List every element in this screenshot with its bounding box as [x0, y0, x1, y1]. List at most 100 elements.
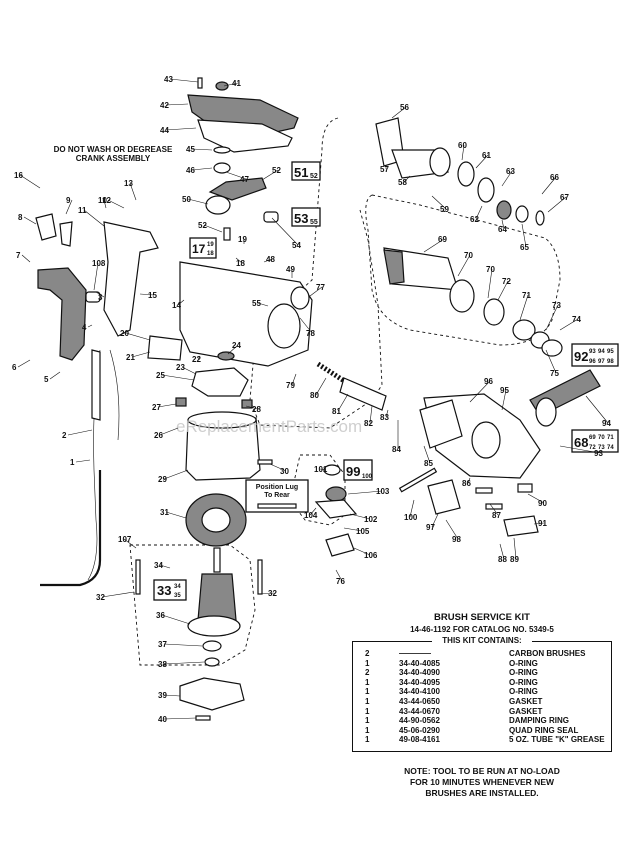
part-number-label: 93 — [594, 449, 603, 458]
leader-line — [67, 429, 93, 436]
kit-part-number: 34-40-4085 — [399, 658, 440, 668]
part-number-label: 72 — [502, 277, 511, 286]
part-number-label: 11 — [78, 206, 87, 215]
switch-lever-9 — [59, 221, 73, 247]
armature-shaft — [213, 547, 221, 573]
part-number-label: 20 — [120, 329, 129, 338]
ring-74 — [541, 339, 563, 357]
part-number-label: 8 — [18, 213, 23, 222]
kit-part-number: ———— — [399, 649, 431, 658]
leader-line — [191, 148, 213, 151]
part-number-label: 74 — [572, 315, 581, 324]
leader-line — [257, 302, 269, 307]
flange-84 — [419, 399, 463, 449]
kit-part-number: 34-40-4100 — [399, 687, 440, 697]
leader-line — [165, 103, 189, 106]
kit-qty: 1 — [365, 687, 370, 697]
leader-line — [391, 106, 407, 119]
part-number-label: 24 — [232, 341, 241, 350]
cord-protector — [91, 349, 101, 421]
svg-text:98: 98 — [607, 359, 614, 365]
leader-line — [263, 258, 273, 263]
gear-teeth-67 — [383, 249, 405, 285]
part-number-label: 44 — [160, 126, 169, 135]
kit-description: O-RING — [509, 677, 538, 687]
part-number-label: 2 — [62, 431, 67, 440]
svg-text:96: 96 — [589, 359, 596, 365]
leader-line — [159, 427, 179, 436]
leader-line — [423, 445, 431, 464]
position-lug-slot — [257, 503, 297, 509]
part-number-label: 94 — [602, 419, 611, 428]
leader-line — [95, 291, 105, 298]
leader-line — [75, 459, 91, 463]
part-number-label: 41 — [232, 79, 241, 88]
part-number-label: 63 — [506, 167, 515, 176]
brush-service-kit: BRUSH SERVICE KIT 14-46-1192 FOR CATALOG… — [352, 612, 612, 799]
end-cap-38 — [179, 677, 245, 711]
kit-qty: 1 — [365, 725, 370, 735]
leader-line — [203, 224, 223, 233]
kit-part-number: 34-40-4095 — [399, 677, 440, 687]
svg-text:73: 73 — [598, 445, 605, 451]
brush-27 — [175, 397, 187, 407]
part-number-label: 52 — [198, 221, 207, 230]
leader-line — [475, 154, 489, 169]
screw-30 — [257, 459, 273, 465]
leader-line — [501, 219, 505, 230]
leader-line — [353, 547, 371, 556]
part-number-label: 45 — [186, 145, 195, 154]
leader-line — [129, 182, 137, 201]
part-number-label: 89 — [510, 555, 519, 564]
part-number-label: 65 — [520, 243, 529, 252]
kit-qty: 1 — [365, 716, 370, 726]
leader-line — [157, 403, 177, 408]
leader-line — [335, 569, 343, 582]
part-number-label: 107 — [118, 535, 132, 544]
part-number-label: 95 — [500, 386, 509, 395]
part-number-label: 61 — [482, 151, 491, 160]
part-number-label: 10 — [98, 196, 107, 205]
rear-handle — [37, 267, 87, 361]
cover-gasket — [197, 119, 293, 153]
leader-line — [343, 527, 363, 532]
motor-housing-29 — [185, 417, 261, 481]
svg-text:34: 34 — [174, 584, 181, 590]
kit-part-number: 34-40-4090 — [399, 668, 440, 678]
leader-line — [169, 78, 199, 83]
warning-line: CRANK ASSEMBLY — [75, 154, 151, 163]
field-core — [201, 507, 231, 533]
part-number-label: 1 — [70, 458, 75, 467]
leader-line — [21, 254, 31, 263]
leader-line — [309, 507, 317, 516]
leader-line — [161, 374, 195, 381]
watermark: eReplacementParts.com — [176, 417, 362, 436]
leader-line — [461, 144, 465, 161]
clutch-102 — [325, 486, 347, 502]
kit-qty: 2 — [365, 668, 370, 678]
cap-63 — [496, 200, 512, 220]
leader-line — [527, 493, 545, 504]
warning-line: DO NOT WASH OR DEGREASE — [53, 145, 173, 154]
position-lug-line: To Rear — [264, 492, 290, 499]
part-number-label: 76 — [336, 577, 345, 586]
part-number-label: 104 — [304, 511, 318, 520]
part-number-label: 46 — [186, 166, 195, 175]
part-number-label: 48 — [266, 255, 275, 264]
leader-line — [545, 349, 557, 374]
kit-qty: 1 — [365, 658, 370, 668]
svg-text:53: 53 — [294, 211, 308, 226]
ring-66 — [535, 210, 545, 226]
part-number-label: 6 — [12, 363, 17, 372]
bearing-36 — [202, 640, 222, 652]
leader-line — [163, 694, 181, 697]
bearing-45 — [213, 162, 231, 174]
side-handle-clamp — [535, 397, 557, 427]
part-number-label: 56 — [400, 103, 409, 112]
